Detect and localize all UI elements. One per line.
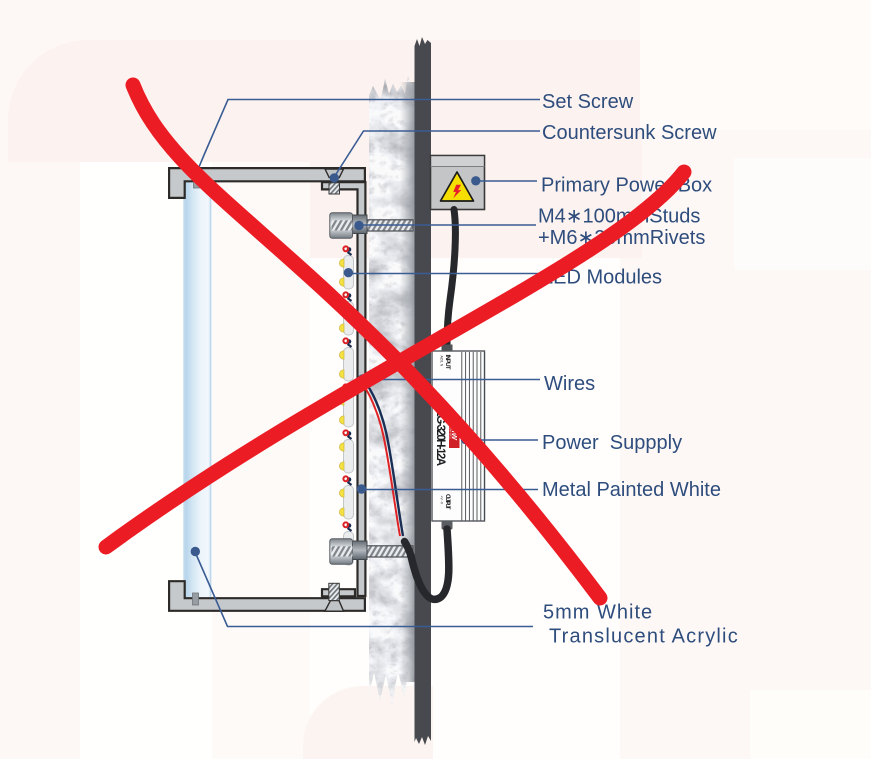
svg-text:AC/L N: AC/L N [440,356,444,367]
svg-text:LED Modules: LED Modules [542,267,662,289]
svg-text:+V -V: +V -V [440,496,444,505]
svg-text:M4∗100mmStuds: M4∗100mmStuds [538,206,700,228]
svg-text:Countersunk Screw: Countersunk Screw [542,122,717,144]
svg-text:OUTPUT: OUTPUT [444,494,451,510]
svg-text:Set Screw: Set Screw [542,91,634,113]
svg-text:MW: MW [450,427,459,441]
svg-text:INPUT: INPUT [444,355,451,370]
svg-text:MEAN WELL: MEAN WELL [449,426,452,441]
svg-text:Wires: Wires [544,373,595,395]
svg-text:Power Suppply: Power Suppply [542,432,682,454]
svg-text:5mm White: 5mm White [543,602,653,624]
svg-text:+M6∗20mmRivets: +M6∗20mmRivets [538,227,705,249]
svg-text:Translucent Acrylic: Translucent Acrylic [549,626,739,648]
svg-text:Metal Painted White: Metal Painted White [542,479,721,501]
